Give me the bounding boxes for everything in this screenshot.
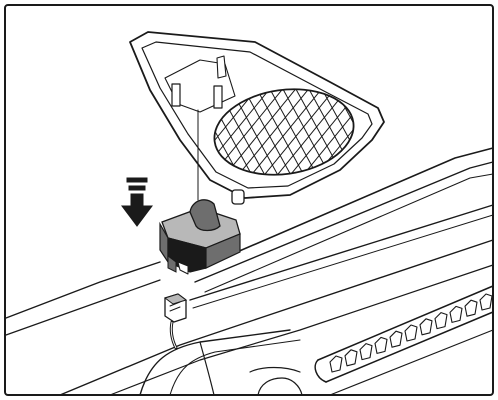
vent-slat — [434, 312, 448, 330]
dash-rail-4 — [189, 204, 494, 301]
left-rail-lower — [5, 279, 161, 336]
vent-slat — [404, 324, 418, 342]
vent-housing-top — [317, 285, 494, 361]
grille-line — [316, 80, 360, 184]
left-rail-upper — [5, 261, 161, 319]
dashboard-structure — [5, 147, 494, 396]
module-connector-port — [177, 261, 189, 275]
module-latch — [167, 255, 177, 273]
down-arrow-icon — [121, 177, 153, 227]
vent-slat — [359, 343, 373, 361]
vent-slat — [389, 330, 403, 348]
border-frame — [4, 4, 494, 396]
dash-rail-3 — [204, 173, 494, 293]
vent-slat — [374, 336, 388, 354]
vent-slat — [479, 293, 493, 311]
console-curve — [139, 329, 291, 396]
console-knob — [257, 377, 303, 396]
module-right-face — [205, 233, 241, 269]
arrow-bar-top — [126, 177, 148, 183]
vent-slat — [464, 299, 478, 317]
connector-wire-highlight — [170, 321, 177, 349]
console-curve-inner — [169, 339, 301, 396]
trim-panel-inner-edge — [141, 41, 373, 189]
console-side — [199, 341, 215, 396]
mounting-post — [231, 189, 245, 205]
arrow-bar-mid — [128, 185, 146, 191]
connector-line-2 — [169, 306, 181, 312]
grille-line — [96, 80, 156, 190]
dash-rail-5 — [192, 214, 494, 309]
dash-rail-2 — [194, 161, 494, 283]
vent-slats — [329, 293, 493, 373]
switch-rocker — [189, 199, 221, 232]
console-knob-top — [249, 366, 301, 373]
arrow-head — [121, 193, 153, 227]
switch-module — [159, 199, 241, 275]
vent-housing-end — [314, 359, 327, 383]
vent-slat — [329, 355, 343, 373]
dash-rail-top — [199, 147, 494, 269]
clip-right — [213, 85, 223, 109]
clip-tab — [216, 55, 227, 79]
connector — [163, 293, 188, 350]
vent-lower-edge — [329, 329, 494, 396]
lower-rail-a — [59, 239, 494, 396]
vent-slat — [344, 349, 358, 367]
connector-line-1 — [169, 301, 181, 307]
vent-slat — [419, 318, 433, 336]
vent-slat — [449, 305, 463, 323]
connector-top — [163, 293, 188, 305]
lower-rail-b — [109, 264, 494, 396]
vent-housing-bottom — [325, 311, 494, 383]
clip-left — [171, 83, 181, 107]
